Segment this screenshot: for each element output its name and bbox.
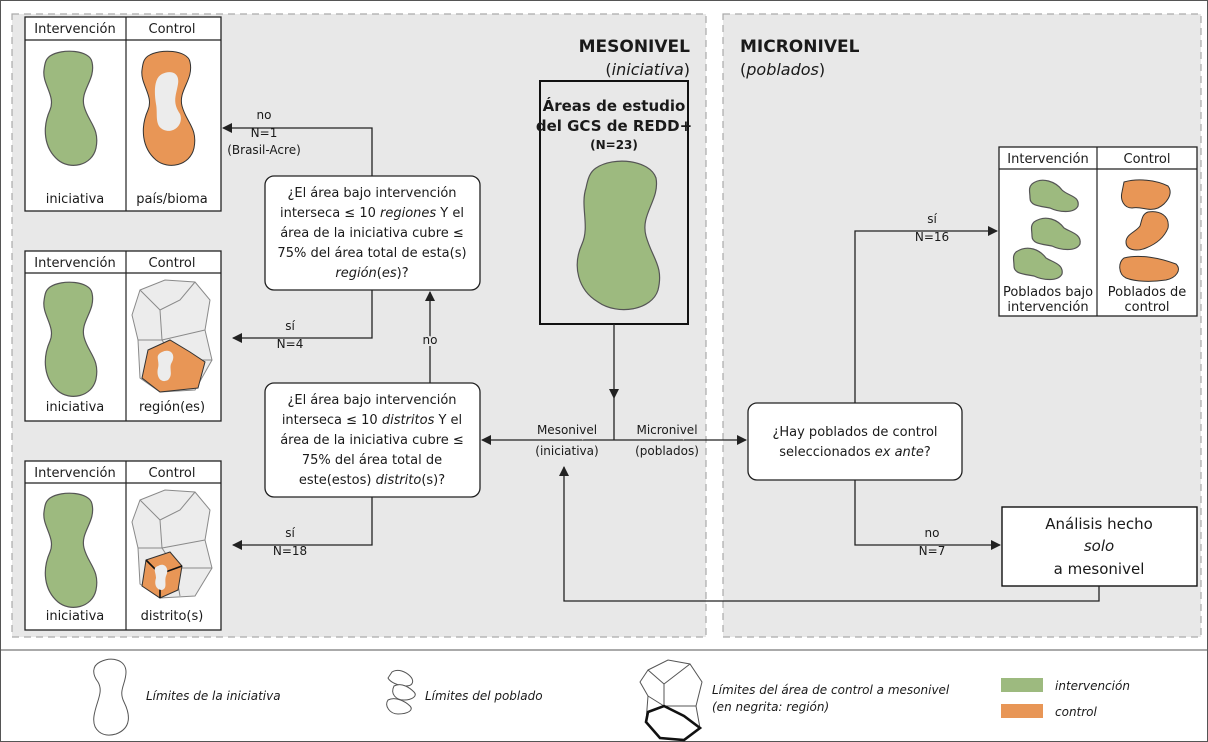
edge-micro2-label: (poblados) [635,444,699,458]
card-distritos: Intervención Control iniciativa distrito… [24,460,222,631]
edge-meso2-label: (iniciativa) [535,444,598,458]
card-poblados: Intervención Control Poblados bajo inter… [998,146,1198,317]
svg-text:seleccionados ex ante?: seleccionados ex ante? [779,445,931,460]
card2-header-control: Control [149,256,196,271]
edge-si-n4 [232,290,373,343]
question-distritos: ¿El área bajo intervención interseca ≤ 1… [264,382,481,498]
micronivel-title: MICRONIVEL [740,37,860,57]
edge-n18-label: N=18 [273,544,307,558]
svg-text:región(es)?: región(es)? [335,266,408,281]
legend-poblado-label: Límites del poblado [425,689,543,703]
svg-text:Análisis hecho: Análisis hecho [1045,515,1153,533]
svg-text:Áreas de estudio: Áreas de estudio [543,96,686,115]
legend-intervencion-swatch [1001,678,1043,692]
svg-text:interseca ≤ 10 regiones Y el: interseca ≤ 10 regiones Y el [280,206,464,221]
card2-label-left: iniciativa [46,400,105,415]
card3-label-left: iniciativa [46,609,105,624]
svg-text:a mesonivel: a mesonivel [1054,560,1145,578]
legend-control-area-icon [639,659,703,742]
svg-text:solo: solo [1084,537,1114,555]
card1-iniciativa-inset [154,72,181,131]
svg-text:del GCS de REDD+: del GCS de REDD+ [536,117,692,135]
micro-label-right2: control [1124,300,1169,315]
edge-si16-label: sí [927,212,937,226]
svg-text:área de la iniciativa cubre ≤: área de la iniciativa cubre ≤ [280,226,464,241]
mesonivel-subtitle: (iniciativa) [605,60,690,79]
edge-analysis-back [559,466,1100,602]
svg-text:¿Hay poblados de control: ¿Hay poblados de control [772,425,937,440]
study-area-box: Áreas de estudio del GCS de REDD+ (N=23) [536,80,692,325]
edge-no-up-label: no [423,333,438,347]
edge-n16-label: N=16 [915,230,949,244]
edge-si4-label: sí [285,319,295,333]
micronivel-subtitle: (poblados) [740,60,825,79]
mesonivel-title: MESONIVEL [579,37,691,57]
svg-text:¿El área bajo intervención: ¿El área bajo intervención [287,393,456,408]
edge-meso1-label: Mesonivel [537,423,597,437]
card2-label-right: región(es) [139,400,205,415]
micro-label-left1: Poblados bajo [1003,285,1093,300]
edge-n7-label: N=7 [919,544,946,558]
edge-n1-label: N=1 [251,126,278,140]
question-regiones: ¿El área bajo intervención interseca ≤ 1… [264,175,481,291]
edge-n4-label: N=4 [277,337,304,351]
svg-text:interseca ≤ 10 distritos Y el: interseca ≤ 10 distritos Y el [282,413,462,428]
micro-header-control: Control [1124,152,1171,167]
legend-poblado-icon [386,669,416,715]
card-pais-bioma: Intervención Control iniciativa país/bio… [24,16,222,212]
edge-si-n16 [854,226,998,403]
card1-header-intervencion: Intervención [34,22,115,37]
svg-text:este(estos) distrito(s)?: este(estos) distrito(s)? [299,473,445,488]
legend-iniciativa-label: Límites de la iniciativa [146,689,281,703]
svg-text:¿El área bajo intervención: ¿El área bajo intervención [287,186,456,201]
card1-label-right: país/bioma [136,192,207,207]
micro-header-intervencion: Intervención [1007,152,1088,167]
card2-header-intervencion: Intervención [34,256,115,271]
edge-no-n7 [854,480,1001,550]
svg-text:(N=23): (N=23) [590,138,638,152]
question-poblados: ¿Hay poblados de control seleccionados e… [747,402,963,481]
svg-text:75% del área total de esta(s): 75% del área total de esta(s) [277,246,466,261]
legend-control-label1: Límites del área de control a mesonivel [712,683,950,697]
edge-si-n18 [232,497,373,550]
edge-micro1-label: Micronivel [636,423,697,437]
svg-text:área de la iniciativa cubre ≤: área de la iniciativa cubre ≤ [280,433,464,448]
edge-no7-label: no [925,526,940,540]
legend-control-swatch-label: control [1055,705,1098,719]
study-area-shape [576,160,661,311]
card3-label-right: distrito(s) [141,609,204,624]
card3-header-intervencion: Intervención [34,466,115,481]
micro-label-left2: intervención [1007,300,1088,315]
card1-header-control: Control [149,22,196,37]
micro-label-right1: Poblados de [1108,285,1187,300]
edge-brasil-label: (Brasil-Acre) [227,143,301,157]
edge-no1-label: no [257,108,272,122]
legend-intervencion-label: intervención [1055,679,1130,693]
legend-control-swatch [1001,704,1043,718]
analysis-box: Análisis hecho solo a mesonivel [1001,506,1198,587]
card2-control-region [141,339,206,393]
card-regiones: Intervención Control iniciativa región(e… [24,250,222,422]
legend: Límites de la iniciativa Límites del pob… [93,658,1130,742]
card1-label-left: iniciativa [46,192,105,207]
edge-no-n1 [222,123,373,176]
svg-text:75% del área total de: 75% del área total de [302,453,442,468]
legend-iniciativa-icon [93,658,129,736]
card3-header-control: Control [149,466,196,481]
legend-control-label2: (en negrita: región) [712,700,829,714]
edge-si18-label: sí [285,526,295,540]
